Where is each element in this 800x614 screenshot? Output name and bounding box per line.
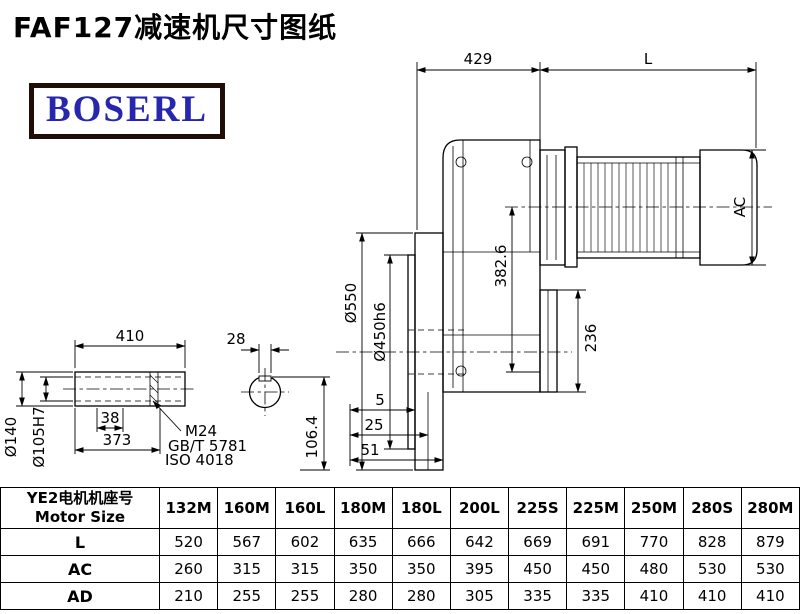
flange-plate — [414, 232, 444, 471]
dim-value: 666 — [391, 528, 451, 556]
main-view — [336, 139, 772, 471]
dim-value: 280 — [333, 582, 393, 610]
dim-row-label: AC — [0, 555, 160, 583]
dim-value: 315 — [275, 555, 335, 583]
motor-body — [576, 156, 701, 259]
dim-value: 642 — [449, 528, 510, 556]
dim-row-label: L — [0, 528, 160, 556]
dim-value: 280 — [391, 582, 451, 610]
dim-row-label: AD — [0, 582, 160, 610]
frame-size-column: 132M — [158, 487, 219, 529]
dim-value: 530 — [740, 555, 800, 583]
dim-value: 879 — [740, 528, 800, 556]
dim-value: 450 — [508, 555, 568, 583]
dim-value: 410 — [682, 582, 742, 610]
dim-value: 350 — [333, 555, 393, 583]
frame-size-column: 180M — [333, 487, 393, 529]
dim-value: 480 — [624, 555, 684, 583]
frame-size-column: 280S — [682, 487, 742, 529]
dim-value: 450 — [566, 555, 626, 583]
page-title: FAF127减速机尺寸图纸 — [13, 11, 338, 44]
dim-410: 410 — [116, 327, 145, 345]
dim-value: 350 — [391, 555, 451, 583]
dim-382: 382.6 — [492, 245, 510, 288]
dim-value: 669 — [508, 528, 568, 556]
dim-value: 305 — [449, 582, 510, 610]
dim-L: L — [644, 50, 653, 68]
frame-size-column: 200L — [449, 487, 510, 529]
dim-value: 520 — [158, 528, 219, 556]
motor-size-header-cn: YE2电机机座号 — [26, 488, 134, 507]
frame-size-column: 250M — [624, 487, 684, 529]
standard-gb: GB/T 5781 — [168, 437, 247, 455]
motor — [539, 146, 758, 268]
frame-size-column: 280M — [740, 487, 800, 529]
dim-flange-diameter: Ø550 — [342, 283, 360, 323]
dim-value: 635 — [333, 528, 393, 556]
dim-value: 770 — [624, 528, 684, 556]
dim-value: 255 — [275, 582, 335, 610]
dim-5: 5 — [375, 391, 385, 409]
frame-size-column: 160L — [275, 487, 335, 529]
dim-106: 106.4 — [303, 416, 321, 459]
dim-value: 335 — [566, 582, 626, 610]
dimension-annotations: 429 L AC Ø550 Ø450h6 382.6 — [342, 50, 766, 471]
key-cross-section: 28 106.4 — [226, 330, 330, 471]
dim-value: 567 — [217, 528, 277, 556]
dim-value: 410 — [740, 582, 800, 610]
dim-51: 51 — [360, 441, 379, 459]
dim-value: 828 — [682, 528, 742, 556]
standard-iso: ISO 4018 — [165, 451, 234, 469]
bearing-boss — [539, 289, 558, 393]
technical-drawing: 429 L AC Ø550 Ø450h6 382.6 — [2, 50, 772, 471]
dim-value: 255 — [217, 582, 277, 610]
bolt-icon — [455, 156, 467, 168]
frame-size-column: 180L — [391, 487, 451, 529]
motor-adapter — [539, 149, 566, 266]
bolt-icon — [455, 365, 467, 377]
frame-size-column: 225S — [508, 487, 568, 529]
motor-size-header-en: Motor Size — [34, 508, 126, 526]
dim-value: 530 — [682, 555, 742, 583]
dim-od-140: Ø140 — [2, 417, 20, 457]
dim-value: 260 — [158, 555, 219, 583]
dim-value: 410 — [624, 582, 684, 610]
dim-value: 691 — [566, 528, 626, 556]
dim-bore-105: Ø105H7 — [30, 406, 48, 467]
frame-size-column: 225M — [566, 487, 626, 529]
dim-38: 38 — [100, 409, 119, 427]
dim-373: 373 — [103, 431, 132, 449]
thread-callout: M24 — [185, 422, 217, 440]
dim-value: 395 — [449, 555, 510, 583]
dim-spigot-diameter: Ø450h6 — [371, 302, 389, 362]
dim-28: 28 — [226, 330, 245, 348]
frame-size-column: 160M — [217, 487, 277, 529]
brand-logo: BOSERL — [29, 83, 226, 140]
dim-25: 25 — [364, 416, 383, 434]
dim-429: 429 — [464, 50, 493, 68]
shaft-detail-view: 410 Ø140 Ø105H7 38 373 M24 GB/T 5 — [2, 327, 247, 469]
dim-236: 236 — [582, 324, 600, 353]
dim-AC: AC — [731, 197, 749, 217]
dim-value: 315 — [217, 555, 277, 583]
dim-value: 602 — [275, 528, 335, 556]
dim-value: 335 — [508, 582, 568, 610]
dim-value: 210 — [158, 582, 219, 610]
bolt-icon — [521, 156, 533, 168]
